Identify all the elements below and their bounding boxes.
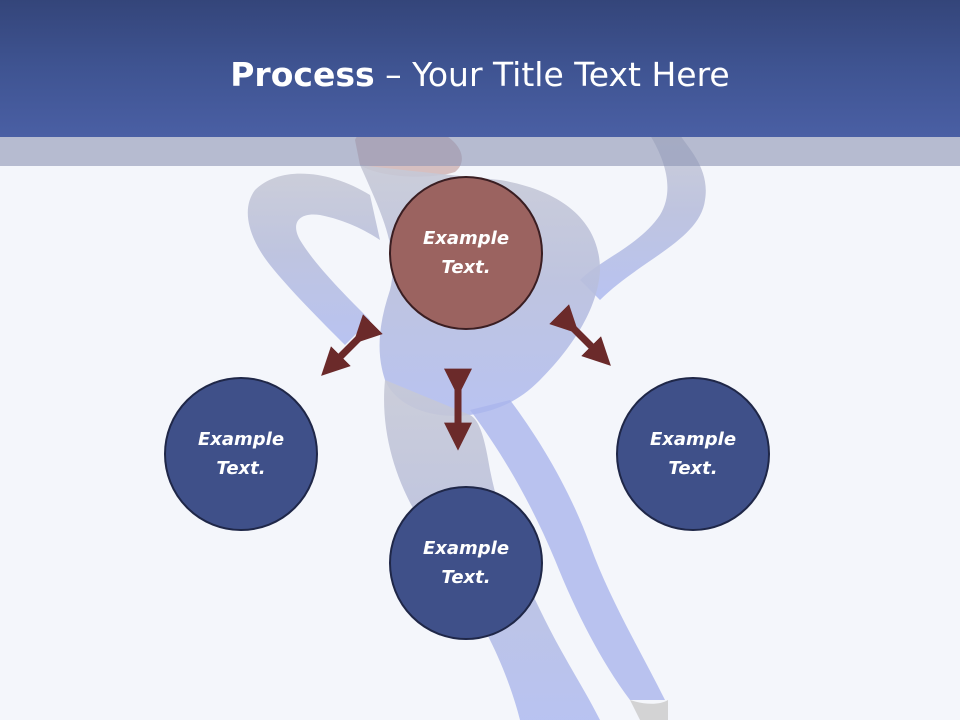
process-node-top: Example Text.	[389, 176, 543, 330]
title-sub-band	[0, 137, 960, 166]
process-node-left-label: Example Text.	[197, 429, 285, 479]
slide-title: Process – Your Title Text Here	[0, 50, 960, 100]
process-node-right: Example Text.	[616, 377, 770, 531]
process-node-bottom-label: Example Text.	[422, 538, 510, 588]
title-bar	[0, 0, 960, 137]
slide-title-bold: Process	[230, 55, 375, 94]
process-node-top-label: Example Text.	[422, 228, 510, 278]
arrow-top-right	[549, 304, 611, 366]
arrow-top-left	[321, 314, 383, 376]
slide-title-rest: – Your Title Text Here	[374, 55, 730, 94]
process-node-bottom: Example Text.	[389, 486, 543, 640]
process-node-left: Example Text.	[164, 377, 318, 531]
process-node-right-label: Example Text.	[649, 429, 737, 479]
